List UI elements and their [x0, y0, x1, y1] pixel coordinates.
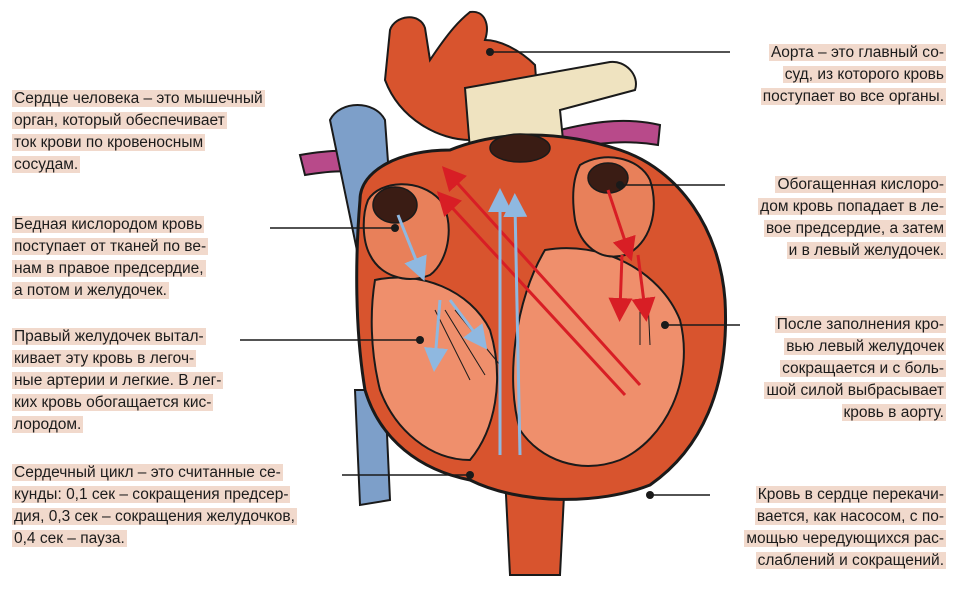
- caption-line: вью левый желудочек: [784, 338, 946, 355]
- caption-line: Правый желудочек вытал-: [12, 328, 206, 345]
- caption-line: кивает эту кровь в легоч-: [12, 350, 197, 367]
- caption-heart-definition: Сердце человека – это мышечный орган, ко…: [12, 88, 265, 176]
- caption-line: кровь в аорту.: [841, 404, 946, 421]
- caption-line: дия, 0,3 сек – сокращения желудочков,: [12, 508, 297, 525]
- caption-line: 0,4 сек – пауза.: [12, 530, 127, 547]
- leader-dots: [391, 48, 669, 499]
- caption-line: кунды: 0,1 сек – сокращения предсер-: [12, 486, 291, 503]
- caption-pumping: Кровь в сердце перекачи- вается, как нас…: [744, 484, 946, 572]
- caption-line: сокращается и с боль-: [780, 360, 946, 377]
- caption-oxygen-poor-blood: Бедная кислородом кровь поступает от тка…: [12, 214, 209, 302]
- caption-line: а потом и желудочек.: [12, 282, 169, 299]
- caption-line: Кровь в сердце перекачи-: [755, 486, 946, 503]
- caption-left-ventricle: После заполнения кро- вью левый желудоче…: [764, 314, 946, 424]
- caption-line: Бедная кислородом кровь: [12, 216, 205, 233]
- caption-line: После заполнения кро-: [774, 316, 946, 333]
- caption-oxygen-rich-blood: Обогащенная кислоро- дом кровь попадает …: [758, 174, 946, 262]
- caption-line: ких кровь обогащается кис-: [12, 394, 214, 411]
- caption-line: Сердце человека – это мышечный: [12, 90, 265, 107]
- caption-line: нам в правое предсердие,: [12, 260, 206, 277]
- caption-line: шой силой выбрасывает: [764, 382, 946, 399]
- caption-line: слаблений и сокращений.: [755, 552, 946, 569]
- caption-line: вое предсердие, а затем: [763, 220, 946, 237]
- oxygen-poor-arrows: [396, 188, 528, 456]
- caption-line: лородом.: [12, 416, 84, 433]
- caption-line: поступает от тканей по ве-: [12, 238, 209, 255]
- caption-line: сосудам.: [12, 156, 81, 173]
- caption-line: Обогащенная кислоро-: [775, 176, 946, 193]
- caption-aorta: Аорта – это главный со- суд, из которого…: [760, 42, 946, 108]
- oxygen-rich-arrows: [436, 166, 656, 397]
- caption-line: суд, из которого кровь: [782, 66, 946, 83]
- caption-line: и в левый желудочек.: [786, 242, 946, 259]
- caption-line: вается, как насосом, с по-: [754, 508, 946, 525]
- caption-line: поступает во все органы.: [760, 88, 946, 105]
- caption-line: ток крови по кровеносным: [12, 134, 206, 151]
- caption-cardiac-cycle: Сердечный цикл – это считанные се- кунды…: [12, 462, 297, 550]
- caption-right-ventricle: Правый желудочек вытал- кивает эту кровь…: [12, 326, 224, 436]
- leader-lines: [240, 51, 740, 496]
- caption-line: ные артерии и легкие. В лег-: [12, 372, 224, 389]
- caption-line: орган, который обеспечивает: [12, 112, 227, 129]
- caption-line: Сердечный цикл – это считанные се-: [12, 464, 283, 481]
- valves: [372, 133, 629, 224]
- caption-line: мощью чередующихся рас-: [744, 530, 946, 547]
- caption-line: дом кровь попадает в ле-: [758, 198, 946, 215]
- caption-line: Аорта – это главный со-: [768, 44, 946, 61]
